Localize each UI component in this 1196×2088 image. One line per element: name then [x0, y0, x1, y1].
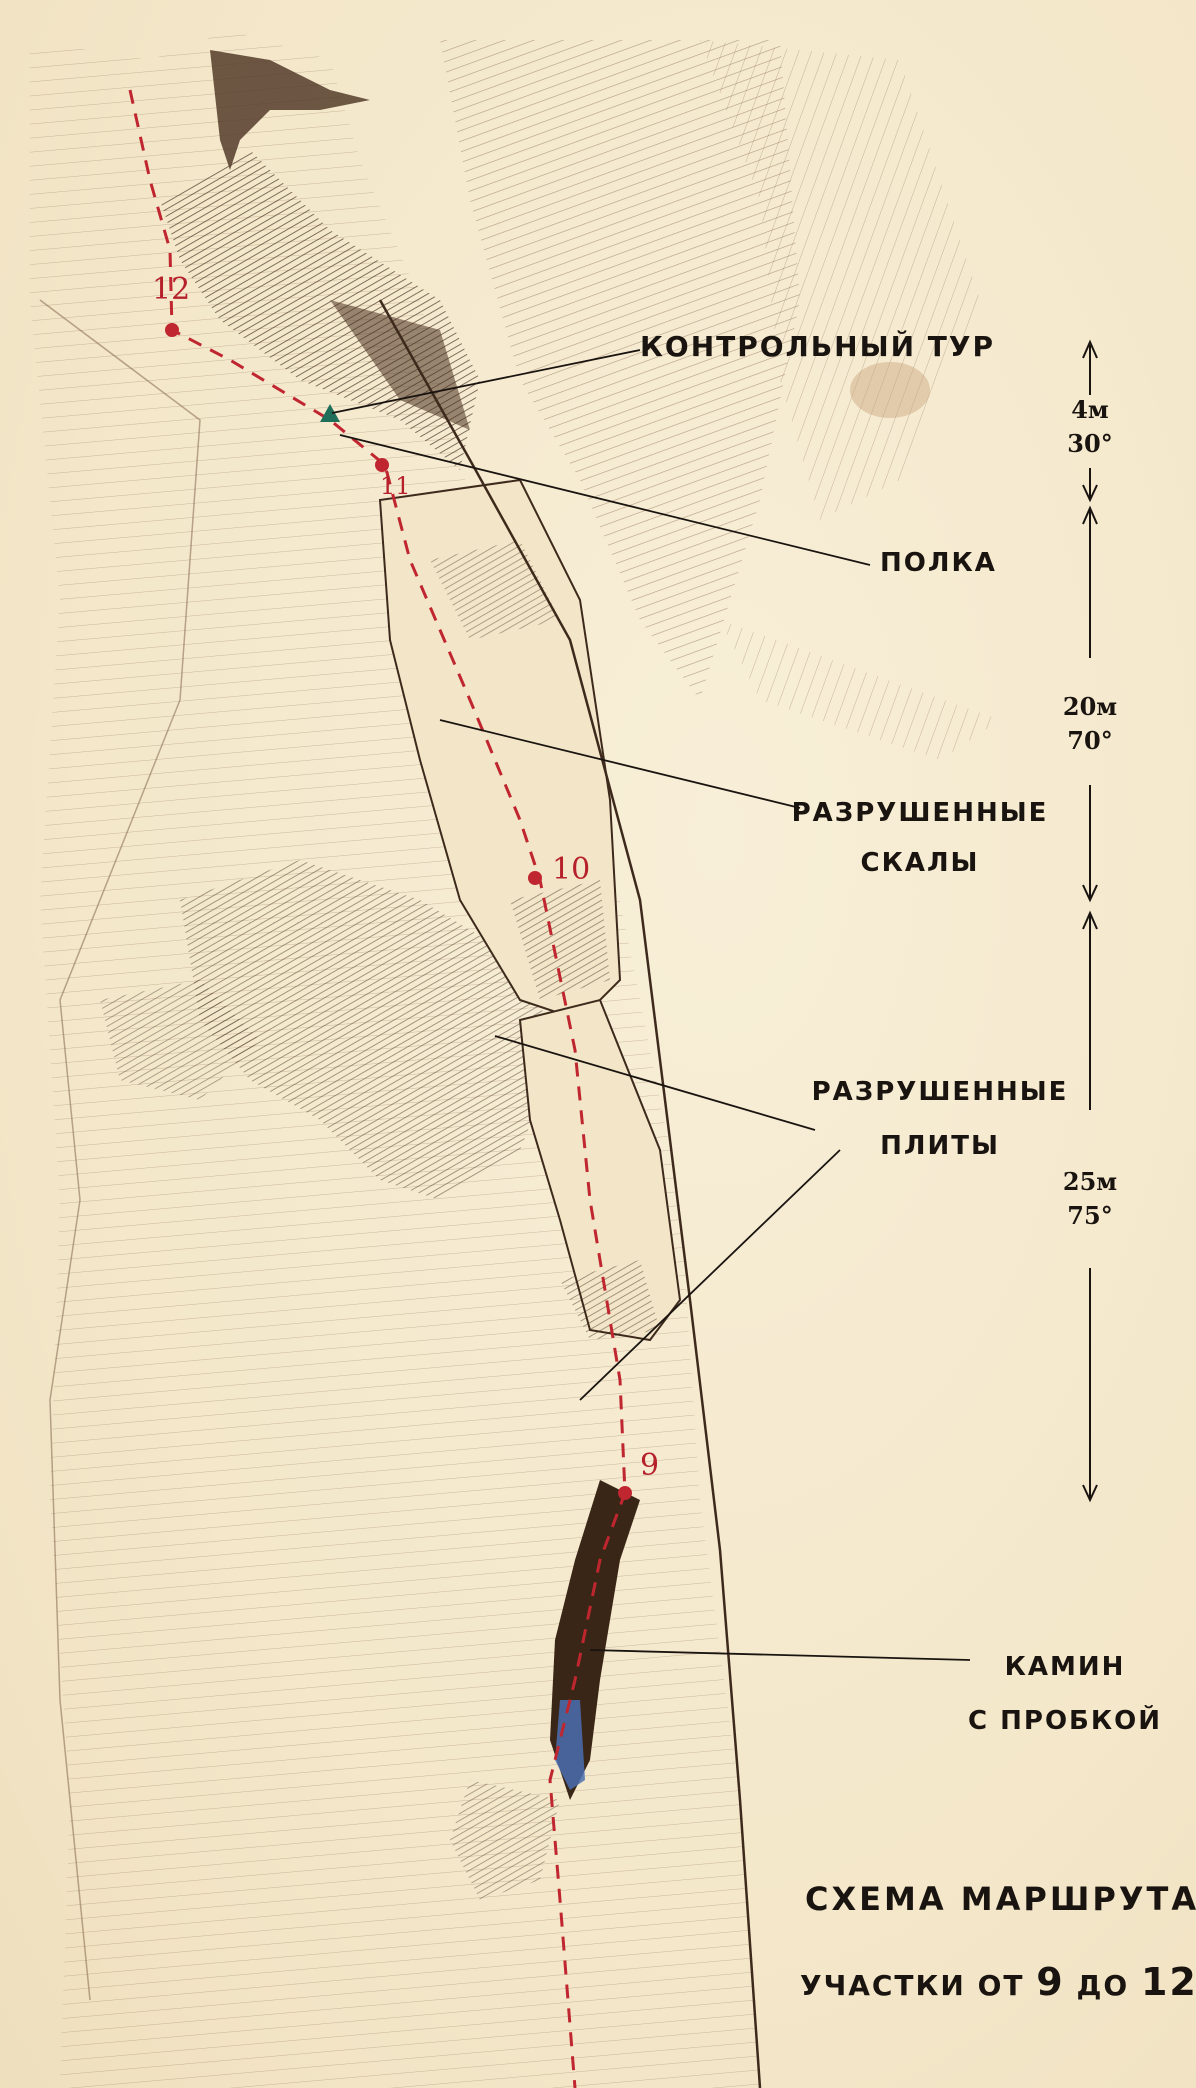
- point-12-label: 12: [152, 272, 191, 307]
- label-broken-slabs: РАЗРУШЕННЫЕ ПЛИТЫ: [800, 1065, 1080, 1173]
- leader-chimney: [589, 1649, 971, 1661]
- point-10-marker: [528, 871, 542, 885]
- measurement-2-length: 20м: [1062, 692, 1118, 721]
- label-chimney-line2: С ПРОБКОЙ: [968, 1706, 1162, 1736]
- leader-broken-slabs-a: [494, 1035, 816, 1131]
- point-11-marker: [375, 458, 389, 472]
- point-10-label: 10: [552, 852, 591, 887]
- subtitle-mid: ДО: [1076, 1969, 1130, 2002]
- leader-broken-rocks: [439, 719, 801, 809]
- cairn-icon: [320, 404, 340, 422]
- subtitle-from: 9: [1036, 1960, 1065, 2004]
- scheme-subtitle: УЧАСТКИ ОТ 9 ДО 12: [800, 1960, 1196, 2004]
- point-12-marker: [165, 323, 179, 337]
- measurement-1-angle: 30°: [1067, 429, 1113, 458]
- label-broken-slabs-line1: РАЗРУШЕННЫЕ: [811, 1077, 1069, 1107]
- point-9-marker: [618, 1486, 632, 1500]
- leader-cairn: [331, 349, 641, 414]
- measurement-2: 20м 70°: [1050, 690, 1130, 758]
- measurement-1-length: 4м: [1071, 395, 1109, 424]
- label-broken-slabs-line2: ПЛИТЫ: [880, 1131, 1000, 1161]
- label-chimney-line1: КАМИН: [1004, 1652, 1126, 1682]
- scheme-title: СХЕМА МАРШРУТА: [805, 1880, 1196, 1918]
- label-broken-rocks-line2: СКАЛЫ: [860, 848, 980, 878]
- measurement-3-length: 25м: [1062, 1167, 1118, 1196]
- label-ledge: ПОЛКА: [880, 548, 997, 578]
- point-9-label: 9: [640, 1448, 660, 1483]
- label-broken-rocks: РАЗРУШЕННЫЕ СКАЛЫ: [780, 788, 1060, 888]
- leader-ledge: [339, 434, 871, 566]
- label-control-cairn: КОНТРОЛЬНЫЙ ТУР: [640, 330, 995, 363]
- leader-broken-slabs-b: [579, 1149, 841, 1401]
- subtitle-to: 12: [1140, 1960, 1196, 2004]
- point-11-label: 11: [380, 472, 411, 500]
- label-chimney: КАМИН С ПРОБКОЙ: [955, 1640, 1175, 1748]
- measurement-2-angle: 70°: [1067, 726, 1113, 755]
- measurement-3: 25м 75°: [1050, 1165, 1130, 1233]
- measurement-3-angle: 75°: [1067, 1201, 1113, 1230]
- right-cliff-shade: [440, 40, 800, 700]
- route-line: [128, 89, 627, 2088]
- measurement-1: 4м 30°: [1050, 393, 1130, 461]
- label-broken-rocks-line1: РАЗРУШЕННЫЕ: [791, 798, 1049, 828]
- subtitle-prefix: УЧАСТКИ ОТ: [800, 1969, 1025, 2002]
